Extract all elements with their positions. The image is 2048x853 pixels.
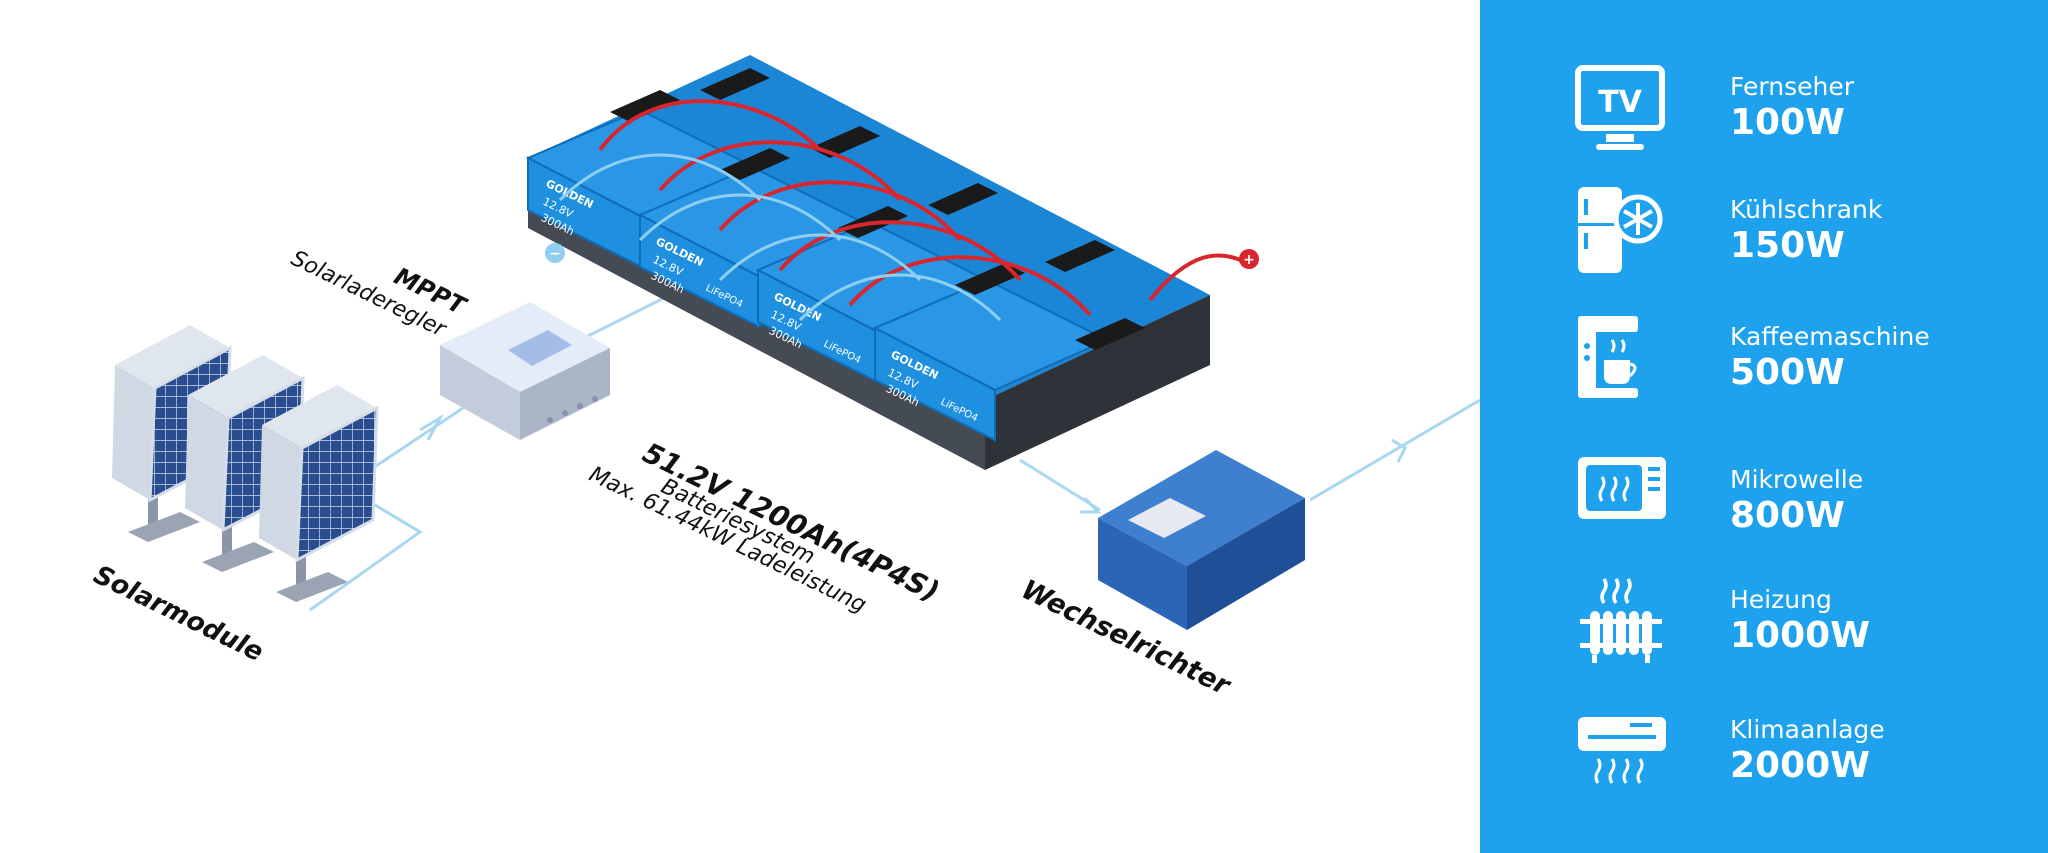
appliance-watt: 150W: [1730, 225, 1845, 266]
heater-icon: [1580, 578, 1662, 663]
appliance-watt: 500W: [1730, 352, 1845, 393]
battery-bank: GOLDEN 12.8V 300Ah GOLDEN 12.8V 300Ah Li…: [525, 55, 1246, 470]
appliance-microwave: Mikrowelle 800W: [1480, 455, 2048, 565]
solar-modules: [112, 325, 379, 602]
negative-sign: −: [549, 246, 561, 262]
appliance-watt: 1000W: [1730, 615, 1870, 656]
appliance-name: Kühlschrank: [1730, 195, 1883, 224]
flow-inverter-to-loads: [1309, 398, 1481, 502]
appliance-watt: 800W: [1730, 495, 1845, 536]
battery-top-labels: [610, 68, 1145, 350]
appliance-coffee-machine: Kaffeemaschine 500W: [1480, 312, 2048, 422]
parallel-wires: [558, 153, 1002, 322]
positive-sign: +: [1243, 252, 1255, 268]
appliance-panel: TV Fernseher 100W Kühlschrank 150W: [1480, 0, 2048, 853]
negative-terminal: −: [545, 243, 565, 263]
tv-icon: TV: [1575, 65, 1665, 150]
appliance-fridge: Kühlschrank 150W: [1480, 185, 2048, 295]
appliance-air-conditioner: Klimaanlage 2000W: [1480, 705, 2048, 815]
battery-module: GOLDEN 12.8V 300Ah LiFePO4: [872, 278, 1110, 442]
fridge-icon: [1578, 187, 1663, 273]
appliance-watt: 100W: [1730, 102, 1845, 143]
appliance-name: Heizung: [1730, 585, 1832, 614]
mppt-charge-controller: [440, 302, 610, 440]
microwave-icon: [1578, 457, 1666, 519]
appliance-tv: TV Fernseher 100W: [1480, 62, 2048, 172]
tv-icon-text: TV: [1598, 85, 1642, 120]
appliance-watt: 2000W: [1730, 745, 1870, 786]
appliance-name: Mikrowelle: [1730, 465, 1864, 494]
appliance-name: Klimaanlage: [1730, 715, 1885, 744]
appliance-heater: Heizung 1000W: [1480, 575, 2048, 685]
appliance-name: Kaffeemaschine: [1730, 322, 1930, 351]
series-wires: [598, 99, 1246, 317]
appliance-name: Fernseher: [1730, 72, 1854, 101]
coffee-machine-icon: [1578, 316, 1638, 398]
positive-terminal: +: [1239, 249, 1259, 269]
solar-panel: [259, 385, 379, 602]
air-conditioner-icon: [1578, 717, 1666, 784]
inverter: [1098, 450, 1305, 630]
